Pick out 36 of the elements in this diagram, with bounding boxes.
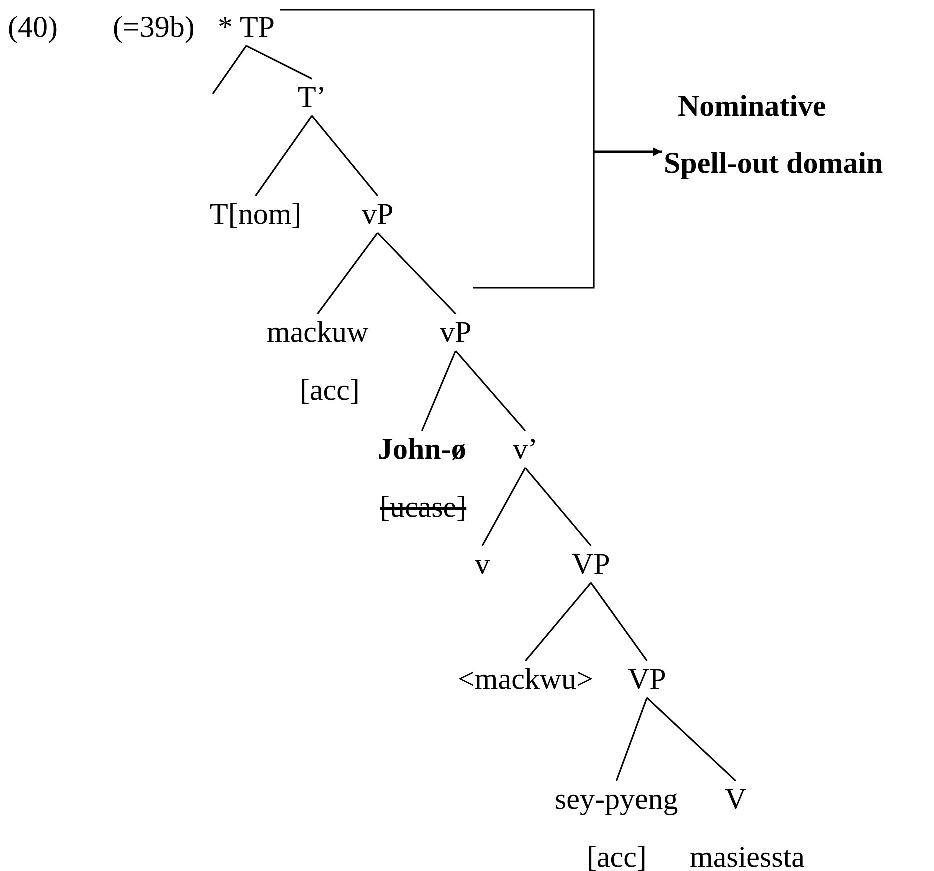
node-label: T[nom] — [210, 198, 302, 232]
node-label: vP — [440, 316, 472, 350]
branch-line — [616, 698, 648, 782]
branch-line — [525, 582, 592, 662]
node-label: mackuw — [267, 316, 369, 350]
node-label: VP — [572, 548, 610, 582]
branch-line — [246, 45, 313, 80]
node-label: v’ — [513, 433, 538, 467]
arrow — [594, 148, 662, 156]
branch-line — [482, 468, 526, 546]
example-number: (=39b) — [113, 11, 195, 45]
branch-line — [524, 467, 592, 547]
feature-label: masiessta — [690, 841, 805, 871]
node-label: V — [725, 783, 747, 817]
branch-line — [255, 116, 313, 196]
feature-label: [acc] — [587, 841, 647, 871]
node-label: <mackwu> — [458, 663, 594, 697]
branch-line — [421, 350, 457, 432]
node-label: John-ø — [378, 433, 466, 467]
branch-line — [590, 582, 648, 662]
branch-line — [646, 697, 736, 782]
node-label: v — [475, 548, 490, 582]
node-label: T’ — [298, 81, 326, 115]
node-label: sey-pyeng — [555, 783, 678, 817]
branch-line — [312, 116, 378, 196]
example-number: (40) — [8, 11, 58, 45]
branch-line — [377, 232, 456, 315]
branch-line — [212, 46, 248, 94]
feature-label: [ucase] — [380, 491, 467, 525]
node-label: * TP — [218, 11, 275, 45]
branch-line — [455, 350, 526, 432]
node-label: vP — [362, 198, 394, 232]
node-label: VP — [628, 663, 666, 697]
branch-line — [317, 232, 378, 314]
feature-label: [acc] — [300, 374, 360, 408]
domain-label: Nominative Spell-out domain — [664, 78, 904, 192]
